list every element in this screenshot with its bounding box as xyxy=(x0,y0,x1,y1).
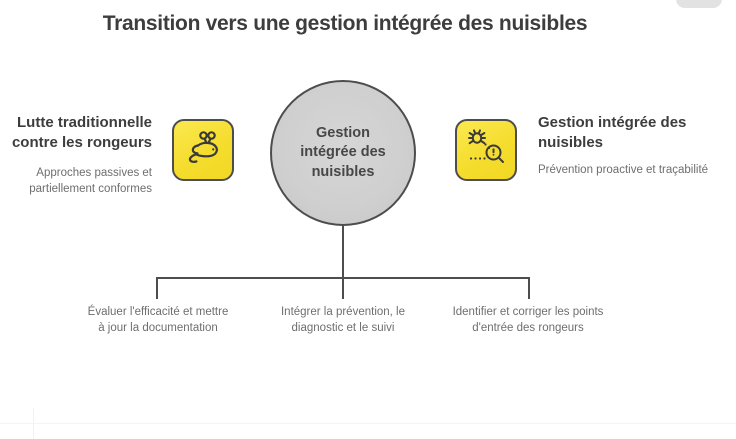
right-state-block: Gestion intégrée des nuisibles Préventio… xyxy=(538,113,713,179)
connector-stem xyxy=(342,226,344,278)
left-state-heading: Lutte traditionnelle contre les rongeurs xyxy=(11,114,152,151)
step-caption-3: Identifier et corriger les points d'entr… xyxy=(452,306,604,335)
connector-drop-left xyxy=(156,277,158,299)
page-margin-mark xyxy=(33,408,34,439)
connector-drop-center xyxy=(342,277,344,299)
pest-inspection-icon-tile xyxy=(455,119,517,181)
step-caption-2: Intégrer la prévention, le diagnostic et… xyxy=(280,306,406,335)
mouse-icon-tile xyxy=(172,119,234,181)
mouse-icon xyxy=(182,127,224,174)
page-divider-line xyxy=(0,423,736,424)
page-title: Transition vers une gestion intégrée des… xyxy=(102,12,588,35)
top-right-pill xyxy=(676,0,722,8)
right-state-heading: Gestion intégrée des nuisibles xyxy=(538,114,687,151)
left-state-subtitle: Approches passives et partiellement conf… xyxy=(29,166,152,195)
right-state-subtitle: Prévention proactive et traçabilité xyxy=(538,163,709,176)
step-caption-1: Évaluer l'efficacité et mettre à jour la… xyxy=(87,306,229,335)
connector-drop-right xyxy=(528,277,530,299)
pest-inspection-icon xyxy=(464,126,508,175)
center-node-label: Gestion intégrée des nuisibles xyxy=(300,124,386,180)
left-state-block: Lutte traditionnelle contre les rongeurs… xyxy=(10,113,152,198)
center-node: Gestion intégrée des nuisibles xyxy=(270,80,416,226)
